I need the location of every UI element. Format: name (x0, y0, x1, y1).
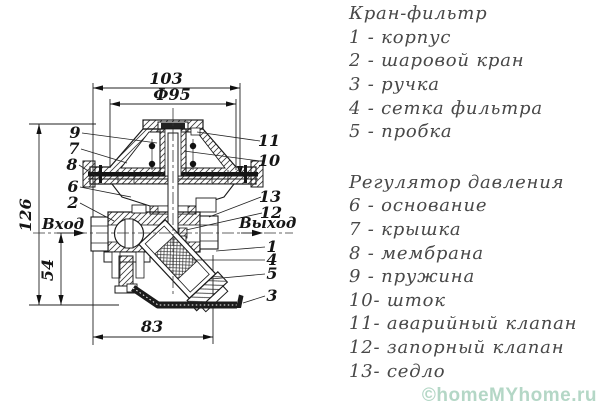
outlet-connection (199, 215, 219, 250)
callout-6: 6 (67, 177, 78, 196)
filter-mesh (154, 235, 198, 280)
flow-arrows (57, 229, 263, 237)
callout-8: 8 (65, 155, 77, 174)
legend-item: 8 - мембрана (349, 242, 484, 264)
valve-stem-lower (103, 251, 151, 294)
legend-item: 12- запорный клапан (349, 337, 565, 359)
inlet-connection (90, 216, 109, 252)
emergency-valve (190, 127, 201, 136)
spring (148, 139, 197, 170)
legend-item: 11- аварийный клапан (349, 313, 578, 335)
callout-5: 5 (266, 264, 277, 283)
dim-top-width: 103 (149, 69, 182, 88)
legend: Кран-фильтр 1 - корпус 2 - шаровой кран … (349, 2, 599, 383)
callout-12: 12 (260, 203, 282, 222)
callout-3: 3 (266, 286, 277, 305)
callout-2: 2 (66, 193, 78, 212)
filter-branch (137, 218, 229, 313)
outlet-label: Выход (238, 214, 296, 232)
callout-1: 1 (266, 237, 277, 256)
legend-item: 6 - основание (349, 195, 488, 217)
callout-numbers: 9 7 8 6 2 11 10 13 12 1 4 5 3 (65, 123, 282, 305)
technical-drawing: 103 Ф95 126 54 83 Вход Выход 9 7 8 6 2 1… (16, 69, 296, 345)
legend-item: 1 - корпус (349, 26, 452, 48)
watermark: ©homeMYhome.ru (421, 385, 597, 406)
handle (126, 283, 244, 309)
inlet-label: Вход (41, 215, 84, 233)
callout-4: 4 (266, 250, 277, 269)
legend-title-filter: Кран-фильтр (349, 3, 488, 25)
dim-lower-height: 54 (38, 259, 57, 281)
legend-item: 13- седло (349, 360, 446, 382)
callout-10: 10 (258, 151, 280, 170)
legend-item: 10- шток (349, 289, 446, 311)
dim-diameter: Ф95 (153, 85, 190, 104)
legend-item: 4 - сетка фильтра (349, 97, 543, 119)
dim-total-height: 126 (16, 198, 35, 231)
legend-item: 9 - пружина (349, 266, 475, 288)
callout-9: 9 (69, 123, 80, 142)
legend-item: 7 - крышка (349, 219, 462, 241)
legend-item: 3 - ручка (349, 74, 440, 96)
legend-item: 5 - пробка (349, 121, 453, 143)
callout-7: 7 (68, 139, 79, 158)
dimension-lines (29, 83, 243, 345)
ball-valve (113, 204, 147, 249)
callout-13: 13 (259, 187, 281, 206)
callout-11: 11 (258, 131, 280, 150)
legend-item: 2 - шаровой кран (349, 50, 525, 72)
dim-bottom-width: 83 (140, 317, 163, 336)
legend-title-regulator: Регулятор давления (349, 171, 565, 193)
leader-lines (78, 131, 266, 304)
